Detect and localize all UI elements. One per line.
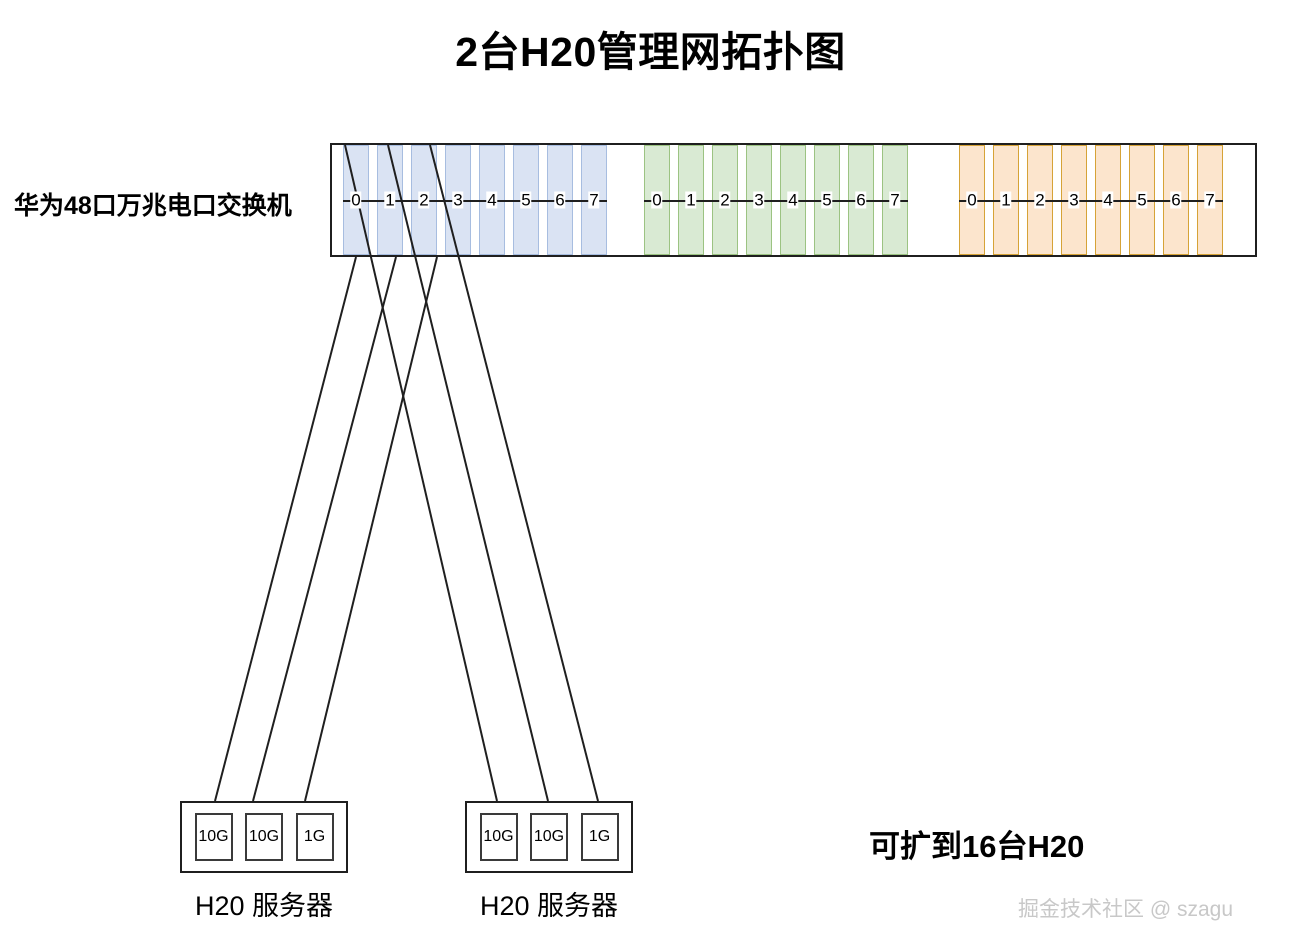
switch-label: 华为48口万兆电口交换机 xyxy=(14,192,292,220)
port-number-label: 5 xyxy=(520,190,532,210)
port-number-label: 3 xyxy=(753,190,765,210)
port-number-label: 7 xyxy=(588,190,600,210)
port-number-label: 4 xyxy=(486,190,498,210)
port-number-label: 1 xyxy=(384,190,396,210)
port-number-label: 7 xyxy=(889,190,901,210)
cable-sw-p1-to-srv1-nic2 xyxy=(252,256,397,802)
port-number-label: 2 xyxy=(1034,190,1046,210)
port-group-midline xyxy=(959,200,1223,202)
port-group-midline xyxy=(343,200,607,202)
expansion-note: 可扩到16台H20 xyxy=(869,829,1085,864)
port-number-label: 2 xyxy=(418,190,430,210)
server-1-nic-10g[interactable]: 10G xyxy=(245,813,283,861)
switch-chassis[interactable]: 0 1 2 3 4 5 6 7 0 1 2 3 4 5 6 7 0 1 2 3 4 5 6 7 xyxy=(330,143,1257,257)
port-number-label: 4 xyxy=(1102,190,1114,210)
cable-sw-p0-to-srv1-nic1 xyxy=(214,256,357,802)
page-title: 2台H20管理网拓扑图 xyxy=(455,29,846,75)
port-number-label: 5 xyxy=(1136,190,1148,210)
port-number-label: 0 xyxy=(966,190,978,210)
server-2-nic-10g[interactable]: 10G xyxy=(479,813,518,861)
port-group-midline xyxy=(644,200,908,202)
port-number-label: 3 xyxy=(452,190,464,210)
port-number-label: 6 xyxy=(1170,190,1182,210)
server-1-nic-10g[interactable]: 10G xyxy=(194,813,233,861)
port-number-label: 6 xyxy=(554,190,566,210)
port-number-label: 6 xyxy=(855,190,867,210)
port-number-label: 0 xyxy=(350,190,362,210)
server-2-nic-10g[interactable]: 10G xyxy=(530,813,568,861)
port-number-label: 3 xyxy=(1068,190,1080,210)
port-number-label: 1 xyxy=(685,190,697,210)
port-number-label: 2 xyxy=(719,190,731,210)
port-number-label: 5 xyxy=(821,190,833,210)
cable-sw-p2-to-srv1-nic3 xyxy=(304,256,438,802)
server-box-1[interactable]: 10G 10G 1G xyxy=(180,801,348,873)
port-number-label: 1 xyxy=(1000,190,1012,210)
server-box-2[interactable]: 10G 10G 1G xyxy=(465,801,633,873)
port-number-label: 7 xyxy=(1204,190,1216,210)
server-1-nic-1g[interactable]: 1G xyxy=(295,813,334,861)
port-number-label: 4 xyxy=(787,190,799,210)
server-2-nic-1g[interactable]: 1G xyxy=(580,813,619,861)
port-number-label: 0 xyxy=(651,190,663,210)
server-caption-2: H20 服务器 xyxy=(479,891,619,921)
watermark: 掘金技术社区 @ szagu xyxy=(1018,898,1234,921)
server-caption-1: H20 服务器 xyxy=(194,891,334,921)
